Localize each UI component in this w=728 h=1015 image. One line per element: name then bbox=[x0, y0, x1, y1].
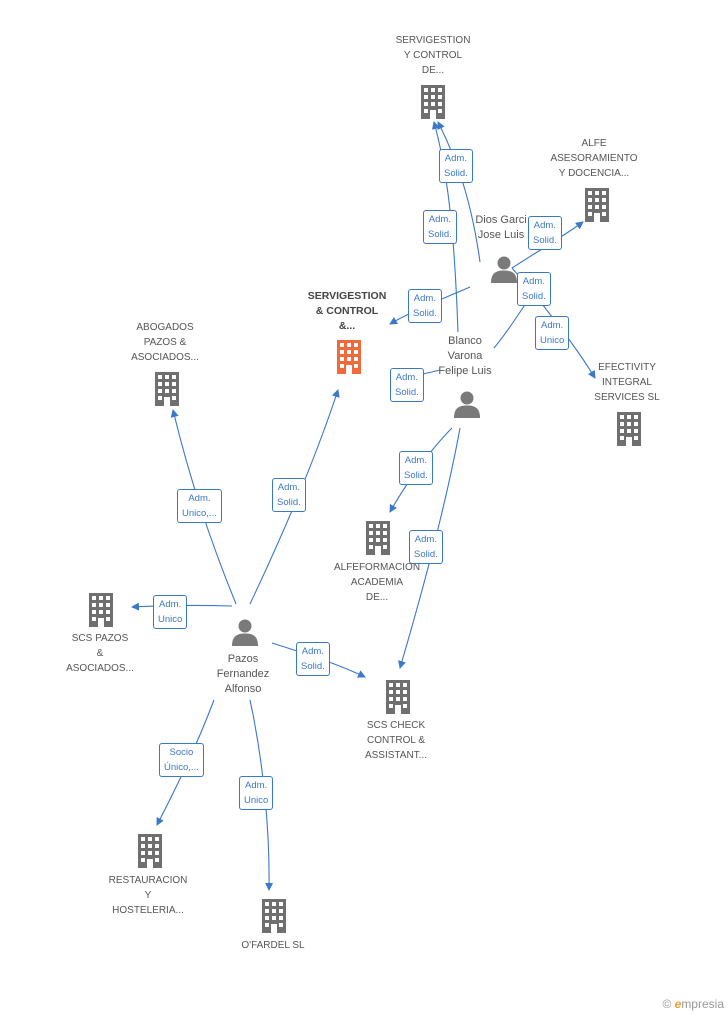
person-label-pazos[interactable]: Pazos Fernandez Alfonso bbox=[216, 653, 270, 695]
company-label-main[interactable]: SERVIGESTION & CONTROL &... bbox=[307, 290, 387, 332]
company-node-ofardel[interactable] bbox=[262, 899, 286, 933]
person-node-blanco[interactable] bbox=[454, 391, 480, 419]
company-node-alfeformacion[interactable] bbox=[366, 521, 390, 555]
edge-label: Adm. Solid. bbox=[296, 642, 330, 676]
brand-logo: © empresia bbox=[662, 997, 724, 1011]
person-node-pazos[interactable] bbox=[232, 619, 258, 647]
brand-initial: e bbox=[674, 997, 682, 1011]
person-label-blanco[interactable]: Blanco Varona Felipe Luis bbox=[438, 335, 492, 377]
company-node-servigestion-main[interactable] bbox=[337, 340, 361, 374]
edge-label: Adm. Solid. bbox=[390, 368, 424, 402]
company-label[interactable]: ABOGADOS PAZOS & ASOCIADOS... bbox=[131, 322, 199, 363]
edge-label: Adm. Unico bbox=[153, 595, 188, 629]
edge-label: Adm. Solid. bbox=[517, 272, 551, 306]
edge-label: Adm. Solid. bbox=[409, 530, 443, 564]
edge-label: Adm. Solid. bbox=[399, 451, 433, 485]
company-label[interactable]: SCS PAZOS & ASOCIADOS... bbox=[66, 633, 134, 674]
person-label-dios[interactable]: Dios Garci Jose Luis bbox=[475, 214, 527, 241]
edge-label: Adm. Unico bbox=[535, 316, 570, 350]
edge-label: Adm. Unico,... bbox=[177, 489, 222, 523]
company-node-efectivity[interactable] bbox=[617, 412, 641, 446]
company-label[interactable]: ALFEFORMACION ACADEMIA DE... bbox=[333, 562, 421, 603]
company-node-restauracion[interactable] bbox=[138, 834, 162, 868]
company-label[interactable]: SCS CHECK CONTROL & ASSISTANT... bbox=[364, 720, 428, 761]
company-node-alfe[interactable] bbox=[585, 188, 609, 222]
edge-label: Adm. Solid. bbox=[272, 478, 306, 512]
copyright-mark: © bbox=[662, 997, 672, 1011]
edge-label: Adm. Solid. bbox=[423, 210, 457, 244]
company-node-abogados[interactable] bbox=[155, 372, 179, 406]
edge-label: Adm. Unico bbox=[239, 776, 274, 810]
edge-label: Adm. Solid. bbox=[408, 289, 442, 323]
edge-label: Adm. Solid. bbox=[528, 216, 562, 250]
brand-name: mpresia bbox=[681, 997, 724, 1011]
company-node-servigestion-top[interactable] bbox=[421, 85, 445, 119]
company-node-scs-pazos[interactable] bbox=[89, 593, 113, 627]
company-label[interactable]: ALFE ASESORAMIENTO Y DOCENCIA... bbox=[550, 138, 638, 179]
company-label[interactable]: SERVIGESTION Y CONTROL DE... bbox=[395, 35, 471, 76]
company-label[interactable]: RESTAURACION Y HOSTELERIA... bbox=[108, 875, 188, 916]
company-label[interactable]: O'FARDEL SL bbox=[241, 940, 305, 951]
company-label[interactable]: EFECTIVITY INTEGRAL SERVICES SL bbox=[594, 362, 660, 403]
edge-label: Adm. Solid. bbox=[439, 149, 473, 183]
edge-label: Socio Único,... bbox=[159, 743, 204, 777]
company-node-scs-check[interactable] bbox=[386, 680, 410, 714]
